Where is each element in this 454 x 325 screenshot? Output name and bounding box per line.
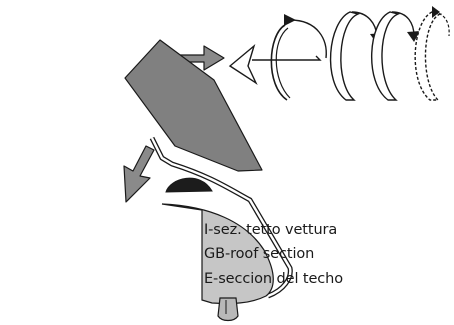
caption-italian: I-sez. tetto vettura — [204, 222, 338, 238]
slide-arrow-icon — [123, 145, 155, 203]
chevron-left-icon — [228, 43, 258, 85]
rotate-clip-icon — [370, 11, 420, 101]
wind-deflector — [124, 39, 263, 172]
bottom-knob — [217, 297, 239, 322]
rotate-clip-dashed-icon — [414, 6, 450, 101]
black-clip — [165, 177, 213, 193]
clip-profile-icon — [252, 14, 327, 101]
seal-strip — [149, 136, 293, 299]
caption-english: GB-roof section — [204, 246, 315, 262]
caption-spanish: E-seccion del techo — [204, 271, 344, 287]
